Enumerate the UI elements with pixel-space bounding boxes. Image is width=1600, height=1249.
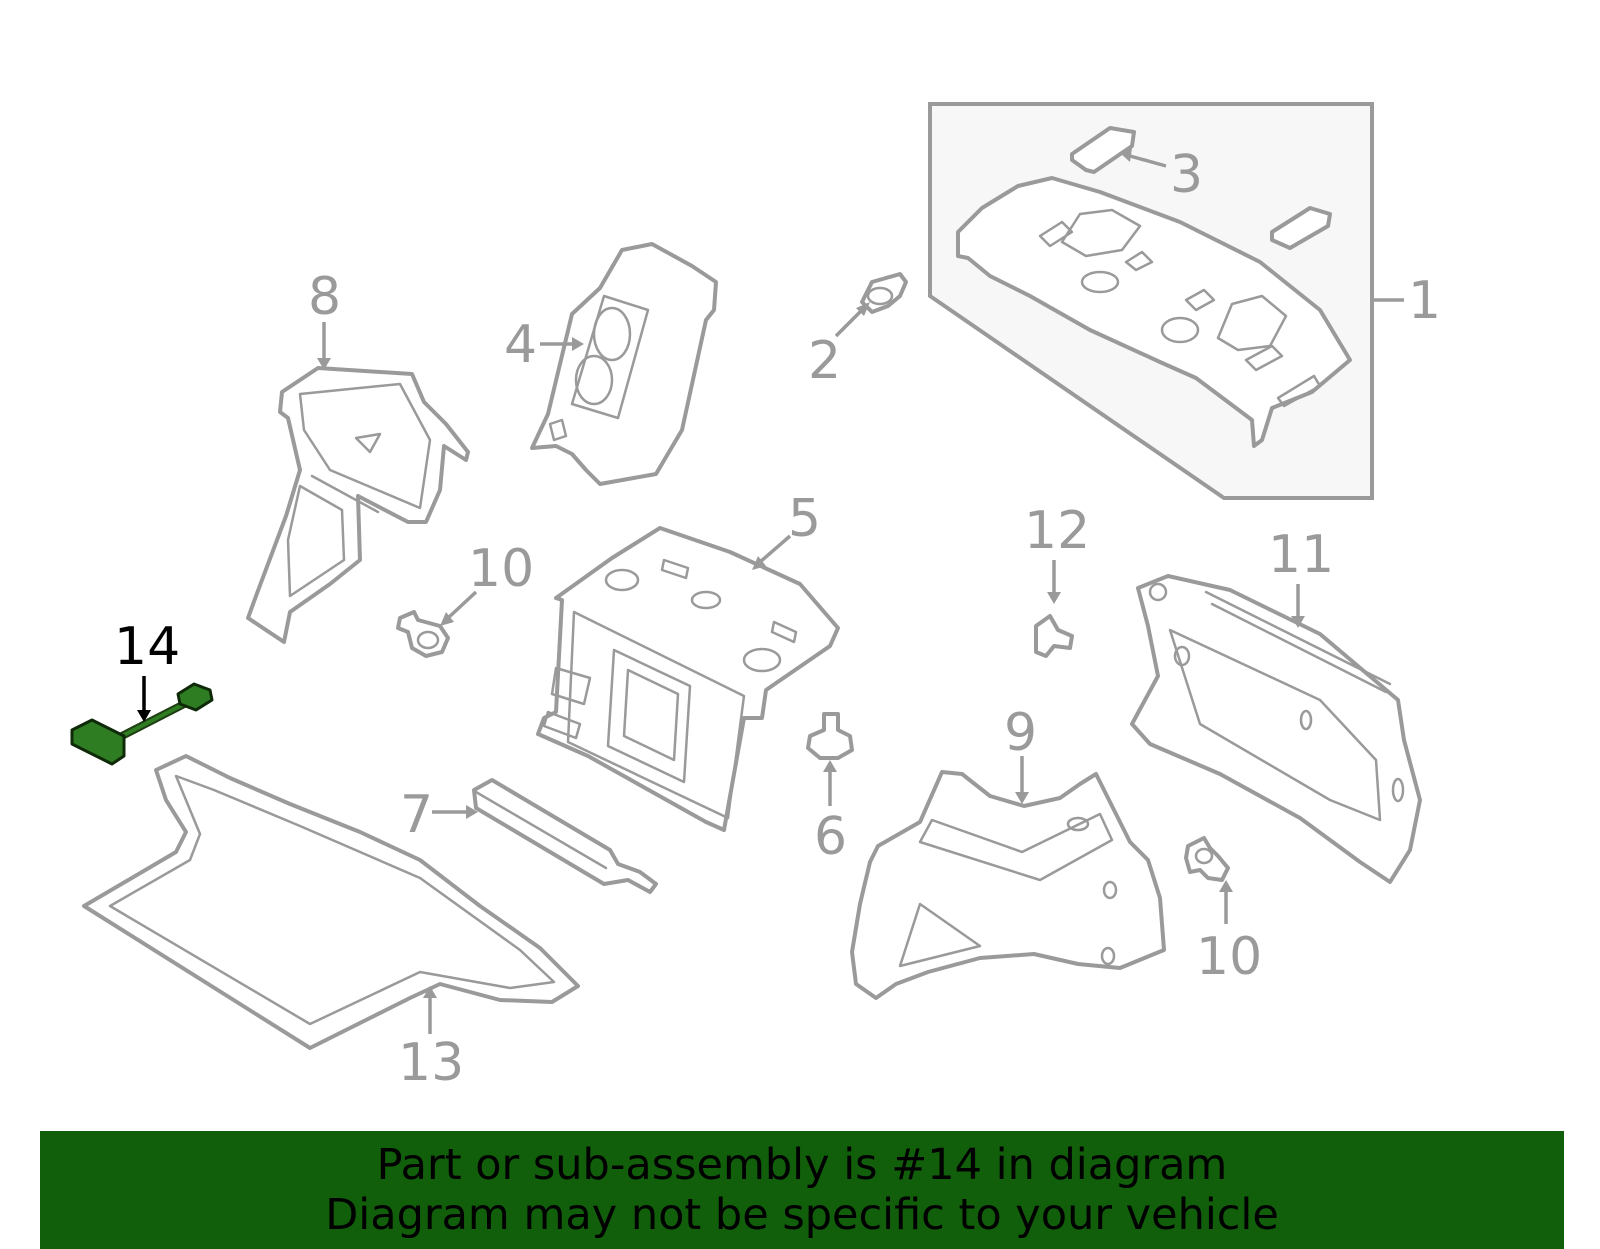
callout-10-left: 10	[468, 539, 534, 599]
callout-4: 4	[504, 315, 537, 375]
notice-line-part-number: Part or sub-assembly is #14 in diagram	[376, 1140, 1228, 1190]
part-14-plug	[176, 682, 214, 712]
callout-7: 7	[400, 785, 433, 845]
part-7-rail[interactable]	[472, 778, 658, 894]
part-6-push-pin[interactable]	[806, 712, 854, 760]
part-10-bolt-right[interactable]	[1184, 836, 1230, 882]
callout-9: 9	[1004, 703, 1037, 763]
part-11-right-quarter-trim[interactable]	[1130, 574, 1422, 884]
part-5-bulkhead[interactable]	[536, 526, 840, 832]
part-1-package-tray[interactable]	[928, 102, 1374, 500]
callout-8: 8	[308, 267, 341, 327]
part-12-push-clip[interactable]	[1034, 614, 1074, 658]
callout-13: 13	[398, 1033, 464, 1093]
part-9-wheelhouse-trim[interactable]	[850, 770, 1166, 1000]
callout-11: 11	[1268, 525, 1334, 585]
callout-6: 6	[814, 807, 847, 867]
callout-2: 2	[808, 331, 841, 391]
callout-12: 12	[1024, 501, 1090, 561]
part-14-highlighted-harness[interactable]	[70, 682, 214, 766]
callout-14-highlighted: 14	[114, 617, 180, 677]
part-1-tray-panel	[956, 176, 1352, 448]
part-14-end-connector	[70, 718, 126, 766]
callout-5: 5	[788, 489, 821, 549]
part-8-left-quarter-trim[interactable]	[246, 366, 470, 644]
part-2-push-pin[interactable]	[860, 272, 908, 314]
notice-line-disclaimer: Diagram may not be specific to your vehi…	[325, 1190, 1279, 1240]
part-14-cable-inner	[116, 698, 194, 740]
part-10-bolt-left[interactable]	[396, 610, 450, 658]
notice-banner: Part or sub-assembly is #14 in diagram D…	[40, 1131, 1564, 1249]
part-13-trunk-mat[interactable]	[82, 754, 580, 1050]
callout-10-right: 10	[1196, 927, 1262, 987]
part-4-side-trim[interactable]	[530, 242, 718, 486]
part-3-clip[interactable]	[1070, 126, 1332, 250]
callout-3: 3	[1170, 145, 1203, 205]
callout-1: 1	[1408, 271, 1441, 331]
